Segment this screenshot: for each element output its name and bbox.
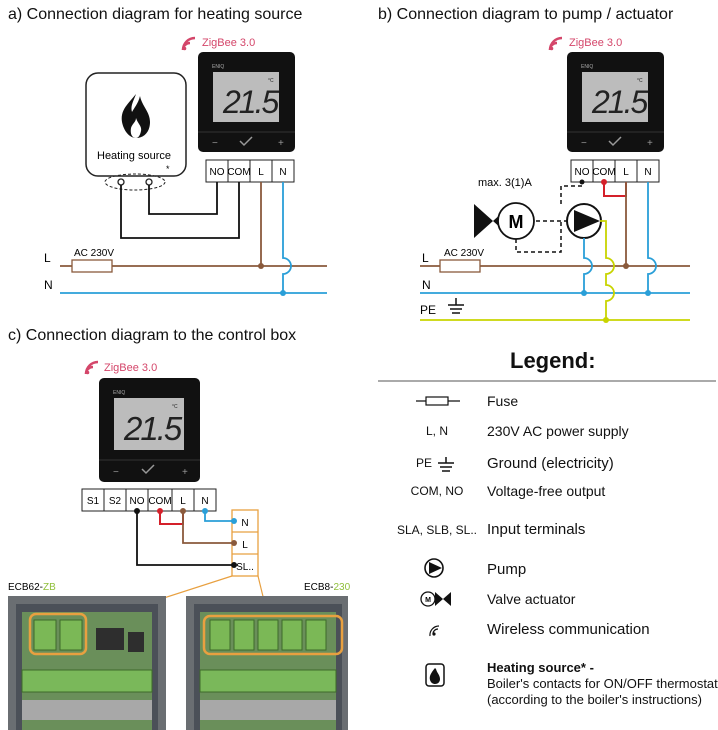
title-control-box: c) Connection diagram to the control box — [8, 327, 297, 344]
wireless-icon — [181, 36, 197, 52]
legend-pump-text: Pump — [487, 561, 527, 578]
terminal-l: L — [623, 167, 629, 178]
thermostat-a: ENIQ 21.5 °C − + — [198, 52, 295, 152]
wireless-icon — [84, 360, 100, 376]
line-l-label: L — [422, 251, 429, 265]
valve-actuator: M — [474, 202, 535, 240]
terminal-no: NO — [210, 167, 225, 178]
svg-text:M: M — [425, 597, 431, 604]
ecb8-label: ECB8-230 — [304, 582, 351, 593]
display-unit: °C — [172, 404, 178, 410]
zigbee-label: ZigBee 3.0 — [202, 37, 255, 49]
heating-source-mark: * — [166, 164, 170, 174]
fuse — [439, 259, 481, 273]
zigbee-label: ZigBee 3.0 — [104, 362, 157, 374]
legend-symbol-ln: L, N — [425, 424, 448, 438]
legend-symbol-sl: SLA, SLB, SL.. — [396, 523, 478, 537]
svg-text:−: − — [113, 467, 119, 478]
terminal-n: N — [279, 167, 286, 178]
legend-ground-text: Ground (electricity) — [487, 455, 614, 472]
legend-heating-line1: Boiler's contacts for ON/OFF thermostat — [487, 676, 718, 691]
display-value: 21.5 — [591, 84, 648, 120]
zigbee-label: ZigBee 3.0 — [569, 37, 622, 49]
heating-source-box: Heating source * — [85, 72, 187, 191]
motor-label: M — [509, 212, 524, 232]
ac-label: AC 230V — [444, 248, 484, 259]
diagram-a: ZigBee 3.0 ENIQ 21.5 °C − + NO COM L N — [44, 36, 327, 296]
diagram-c: ZigBee 3.0 ENIQ 21.5 °C − + S1 S2 NO COM… — [8, 360, 351, 730]
pump-symbol — [566, 203, 602, 239]
svg-text:+: + — [647, 138, 653, 149]
legend-pump-icon — [424, 558, 444, 578]
brand-label: ENIQ — [113, 390, 125, 396]
box-terminal-l: L — [242, 540, 248, 551]
terminal-block-a: NO COM L N — [205, 159, 295, 183]
terminal-l: L — [180, 496, 186, 507]
diagram-b: ZigBee 3.0 ENIQ 21.5 °C − + NO COM L N m… — [420, 36, 690, 323]
ecb8-board — [186, 596, 348, 730]
brand-label: ENIQ — [212, 64, 224, 70]
display-value: 21.5 — [123, 410, 183, 447]
terminal-com: COM — [148, 496, 171, 507]
svg-text:+: + — [182, 467, 188, 478]
display-unit: °C — [637, 78, 643, 84]
legend-fuse-text: Fuse — [487, 393, 519, 409]
terminal-l: L — [258, 167, 264, 178]
line-n-label: N — [44, 278, 53, 292]
terminal-com: COM — [592, 167, 615, 178]
ac-label: AC 230V — [74, 248, 114, 259]
heating-source-label: Heating source — [97, 150, 171, 162]
legend-title: Legend: — [510, 348, 596, 373]
terminal-no: NO — [130, 496, 145, 507]
terminal-block-b: NO COM L N — [570, 159, 660, 183]
line-n-label: N — [422, 278, 431, 292]
display-value: 21.5 — [222, 84, 279, 120]
wireless-icon — [548, 36, 564, 52]
legend-heating-source-icon — [425, 663, 445, 687]
line-l-label: L — [44, 251, 51, 265]
terminal-s2: S2 — [109, 496, 122, 507]
svg-text:+: + — [278, 138, 284, 149]
title-pump-actuator: b) Connection diagram to pump / actuator — [378, 6, 674, 23]
thermostat-b: ENIQ 21.5 °C − + — [567, 52, 664, 152]
svg-text:−: − — [581, 138, 587, 149]
ground-symbol — [448, 298, 464, 314]
ecb62-board — [8, 596, 166, 730]
legend-heating-title: Heating source* - — [487, 660, 594, 675]
box-terminal-sl: SL.. — [236, 562, 254, 573]
terminal-n: N — [644, 167, 651, 178]
legend-valve-text: Valve actuator — [487, 591, 576, 607]
display-unit: °C — [268, 78, 274, 84]
ecb62-label: ECB62-ZB — [8, 582, 56, 593]
legend-wireless-text: Wireless communication — [487, 621, 650, 638]
terminal-n: N — [201, 496, 208, 507]
terminal-com: COM — [227, 167, 250, 178]
legend-heating-line2: (according to the boiler's instructions) — [487, 692, 702, 707]
title-heating-source: a) Connection diagram for heating source — [8, 6, 303, 23]
max-current-label: max. 3(1)A — [478, 177, 532, 189]
legend-ground-symbol — [438, 457, 454, 472]
box-terminal-n: N — [241, 518, 248, 529]
legend: M — [378, 380, 716, 687]
svg-text:−: − — [212, 138, 218, 149]
fuse — [71, 259, 113, 273]
terminal-block-c: S1 S2 NO COM L N — [81, 488, 217, 512]
thermostat-c: ENIQ 21.5 °C − + — [99, 378, 200, 482]
legend-symbol-com-no: COM, NO — [410, 484, 464, 498]
legend-power-text: 230V AC power supply — [487, 423, 629, 439]
line-pe-label: PE — [420, 303, 436, 317]
legend-valve-actuator-icon: M — [420, 591, 451, 607]
terminal-no: NO — [575, 167, 590, 178]
legend-voltage-free-text: Voltage-free output — [487, 483, 606, 499]
brand-label: ENIQ — [581, 64, 593, 70]
legend-input-terminals-text: Input terminals — [487, 521, 586, 538]
terminal-s1: S1 — [87, 496, 100, 507]
legend-symbol-pe: PE — [415, 456, 432, 470]
legend-wireless-icon — [429, 625, 440, 637]
